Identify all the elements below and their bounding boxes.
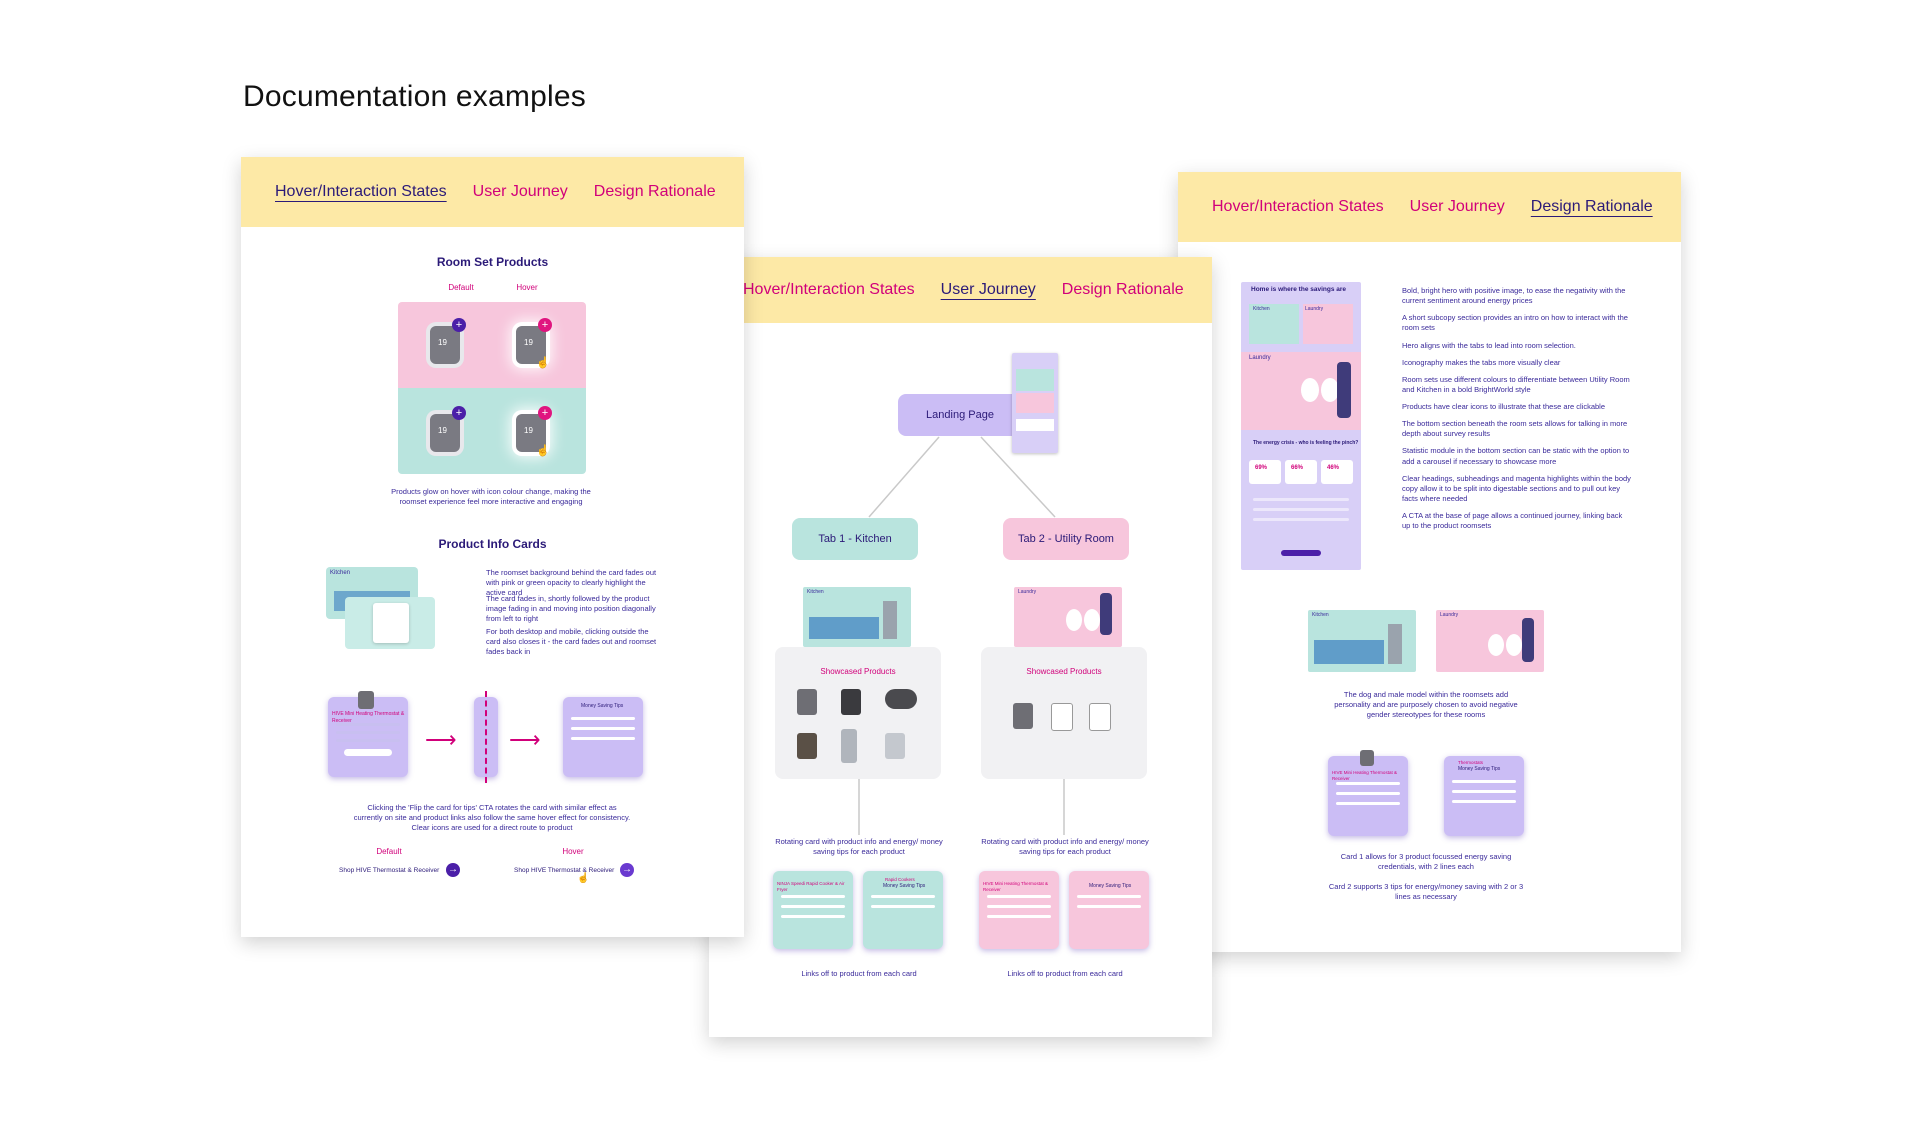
doc-header: Hover/Interaction States User Journey De… — [1178, 172, 1681, 242]
thermostat-default-pink[interactable]: 19 — [430, 326, 460, 364]
flip-card-rotating — [474, 691, 498, 783]
tab-design-rationale[interactable]: Design Rationale — [593, 183, 716, 200]
tab-design-rationale[interactable]: Design Rationale — [1061, 281, 1184, 298]
thermostat-default-mint[interactable]: 19 — [430, 414, 460, 452]
arrow-right-icon[interactable]: → — [446, 863, 460, 877]
tab-user-journey[interactable]: User Journey — [1409, 198, 1505, 215]
rationale-notes: Bold, bright hero with positive image, t… — [1402, 286, 1631, 531]
cursor-icon: ☝ — [536, 357, 550, 369]
cta-default[interactable]: Shop HIVE Thermostat & Receiver — [339, 867, 440, 874]
product-icon[interactable] — [797, 689, 817, 715]
product-icon[interactable] — [885, 733, 905, 759]
links-caption-kitchen: Links off to product from each card — [801, 969, 917, 978]
laundry-thumbnail: Laundry — [1014, 587, 1122, 647]
product-icon[interactable] — [841, 689, 861, 715]
tab-hover-states[interactable]: Hover/Interaction States — [743, 281, 915, 298]
doc-design-rationale: Hover/Interaction States User Journey De… — [1178, 172, 1681, 952]
thermostat-hover-pink[interactable]: 19 — [516, 326, 546, 364]
landing-page-preview: Home is where the savings are Kitchen La… — [1241, 282, 1361, 570]
info-card-preview-front — [345, 597, 435, 649]
cta-hover[interactable]: Shop HIVE Thermostat & Receiver — [514, 867, 615, 874]
flip-card-back[interactable]: Money Saving Tips — [563, 697, 643, 777]
product-icon[interactable] — [1013, 703, 1033, 729]
card-2-preview: Thermostats Money Saving Tips — [1444, 756, 1524, 836]
info-note-3: For both desktop and mobile, clicking ou… — [486, 627, 657, 657]
cursor-icon: ☝ — [536, 445, 550, 457]
page-title: Documentation examples — [243, 80, 586, 113]
kitchen-roomset-thumb: Kitchen — [1308, 610, 1416, 672]
plus-icon[interactable]: + — [452, 406, 466, 420]
landing-page-thumbnail — [1012, 353, 1058, 453]
thermostat-hover-mint[interactable]: 19 — [516, 414, 546, 452]
showcased-kitchen-panel: Showcased Products — [775, 647, 941, 779]
kitchen-card-front[interactable]: NINJA Speedi Rapid Cooker & Air Fryer — [773, 871, 853, 949]
product-icon[interactable] — [1051, 703, 1073, 731]
default-label: Default — [448, 283, 474, 292]
cta-default-label: Default — [376, 847, 402, 856]
tab-design-rationale[interactable]: Design Rationale — [1530, 198, 1653, 215]
info-note-2: The card fades in, shortly followed by t… — [486, 594, 656, 624]
product-icon[interactable] — [797, 733, 817, 759]
doc-user-journey: Hover/Interaction States User Journey De… — [709, 257, 1212, 1037]
cta-hover-label: Hover — [562, 847, 584, 856]
tab-kitchen-node[interactable]: Tab 1 - Kitchen — [792, 518, 918, 560]
card-2-caption: Card 2 supports 3 tips for energy/money … — [1328, 882, 1524, 901]
room-set-title: Room Set Products — [436, 255, 549, 269]
arrow-right-icon: ⟶ — [425, 727, 457, 752]
kitchen-thumbnail: Kitchen — [803, 587, 911, 647]
doc-header: Hover/Interaction States User Journey De… — [709, 257, 1212, 323]
tab-user-journey[interactable]: User Journey — [472, 183, 568, 200]
room-set-caption: Products glow on hover with icon colour … — [391, 487, 591, 506]
plus-icon[interactable]: + — [538, 318, 552, 332]
card-1-preview: HIVE Mini Heating Thermostat & Receiver — [1328, 750, 1408, 836]
product-icon[interactable] — [841, 729, 857, 763]
rotating-caption-kitchen: Rotating card with product info and ener… — [775, 837, 943, 856]
cursor-icon: ☝ — [577, 873, 590, 884]
product-icon[interactable] — [885, 689, 917, 709]
flip-card-front[interactable]: HIVE Mini Heating Thermostat & Receiver — [328, 691, 408, 777]
card-1-caption: Card 1 allows for 3 product focussed ene… — [1340, 852, 1512, 871]
plus-icon[interactable]: + — [452, 318, 466, 332]
journey-tree-lines — [858, 436, 1065, 835]
info-note-1: The roomset background behind the card f… — [486, 568, 657, 598]
tab-hover-states[interactable]: Hover/Interaction States — [275, 183, 447, 200]
flip-caption: Clicking the 'Flip the card for tips' CT… — [353, 803, 631, 832]
tab-hover-states[interactable]: Hover/Interaction States — [1212, 198, 1384, 215]
plus-icon[interactable]: + — [538, 406, 552, 420]
product-icon[interactable] — [1089, 703, 1111, 731]
rotating-caption-utility: Rotating card with product info and ener… — [981, 837, 1149, 856]
kitchen-card-back[interactable]: Rapid Cookers Money Saving Tips — [863, 871, 943, 949]
info-cards-title: Product Info Cards — [438, 537, 547, 551]
tab-utility-node[interactable]: Tab 2 - Utility Room — [1003, 518, 1129, 560]
landing-page-node[interactable]: Landing Page — [898, 394, 1022, 436]
doc-hover-states: Hover/Interaction States User Journey De… — [241, 157, 744, 937]
laundry-roomset-thumb: Laundry — [1436, 610, 1544, 672]
hover-label: Hover — [516, 283, 538, 292]
tab-user-journey[interactable]: User Journey — [940, 281, 1036, 298]
roomset-caption: The dog and male model within the roomse… — [1334, 690, 1518, 719]
arrow-right-icon[interactable]: → — [620, 863, 634, 877]
utility-card-back[interactable]: Money Saving Tips — [1069, 871, 1149, 949]
utility-card-front[interactable]: HIVE Mini Heating Thermostat & Receiver — [979, 871, 1059, 949]
roomset-grid: 19 + 19 + ☝ 19 + 19 + ☝ — [398, 302, 586, 474]
arrow-right-icon: ⟶ — [509, 727, 541, 752]
doc-header: Hover/Interaction States User Journey De… — [241, 157, 744, 227]
showcased-utility-panel: Showcased Products — [981, 647, 1147, 779]
links-caption-utility: Links off to product from each card — [1007, 969, 1123, 978]
